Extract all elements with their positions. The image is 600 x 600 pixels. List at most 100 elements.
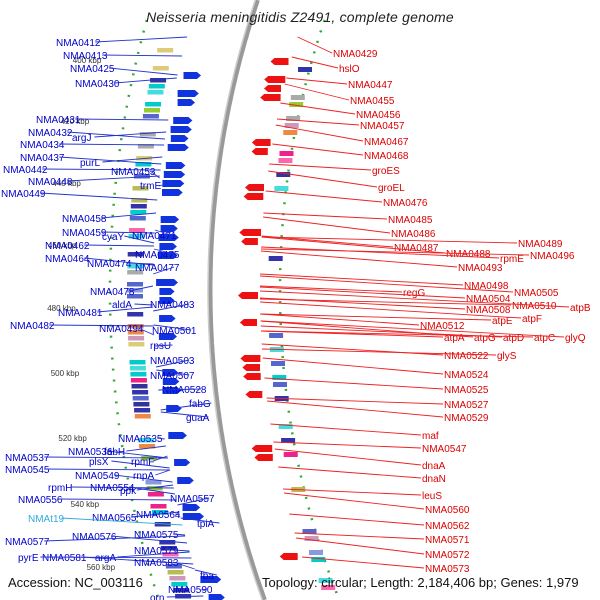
gene-block [130, 378, 147, 383]
scale-label: 400 kbp [73, 56, 102, 65]
gene-block [127, 330, 144, 335]
gene-leader-line [260, 301, 522, 319]
gene-leader-line [154, 229, 172, 236]
gene-block [157, 48, 174, 53]
gene-label-right: regG [403, 288, 425, 299]
gene-leader-line [154, 344, 173, 347]
gene-label-left: NMAt19 [28, 514, 65, 525]
gene-block [173, 588, 190, 593]
reverse-gene-arrow [238, 292, 258, 299]
gene-label-right: NMA0527 [444, 400, 489, 411]
gene-block [274, 186, 289, 191]
gene-leader-line [261, 246, 500, 259]
gene-label-right: NMA0489 [518, 239, 563, 250]
gene-leader-line [275, 124, 364, 142]
gene-label-right: NMA0510 [512, 301, 557, 312]
gene-leader-line [283, 488, 422, 496]
gene-block [132, 186, 149, 191]
gene-label-left: NMA0545 [5, 465, 50, 476]
scale-label: 540 kbp [71, 500, 100, 509]
gene-label-left: fabH [104, 447, 125, 458]
gene-block [145, 102, 162, 107]
gene-leader-line [156, 359, 190, 368]
gene-label-right: atpG [474, 333, 496, 344]
forward-gene-arrow [208, 594, 225, 600]
forward-gene-arrow [163, 171, 186, 178]
gene-label-left: NMA0557 [170, 494, 215, 505]
forward-gene-arrow [168, 432, 187, 439]
gene-label-left: NMA0477 [135, 263, 180, 274]
gene-leader-line [157, 437, 165, 440]
scale-label: 480 kbp [47, 304, 76, 313]
reverse-gene-arrow [241, 238, 258, 245]
gene-leader-line [44, 535, 186, 542]
gene-label-right: maf [422, 431, 439, 442]
gene-block [128, 336, 145, 341]
reverse-gene-arrow [270, 58, 289, 65]
gene-block [139, 444, 156, 449]
gene-leader-line [269, 163, 372, 171]
gene-leader-line [114, 77, 177, 84]
gene-label-left: NMA0432 [28, 128, 73, 139]
gene-leader-line [44, 468, 171, 471]
gene-label-left: NMA0575 [134, 530, 179, 541]
gene-label-left: NMA0583 [134, 558, 179, 569]
gene-leader-line [101, 212, 157, 219]
gene-leader-line [173, 549, 190, 552]
gene-leader-line [201, 588, 208, 591]
gene-label-left: NMA0536 [68, 447, 113, 458]
gene-leader-line [67, 175, 160, 182]
gene-label-right: groES [372, 166, 400, 177]
gene-leader-line [114, 474, 173, 483]
gene-label-left: NMA0475 [135, 250, 180, 261]
reverse-gene-arrow [254, 454, 273, 461]
scale-label: 460 kbp [48, 241, 77, 250]
forward-gene-arrow [156, 279, 178, 286]
gene-label-right: atpB [570, 303, 591, 314]
gene-block [138, 438, 155, 443]
gene-label-right: NMA0487 [394, 243, 439, 254]
gene-leader-line [131, 511, 180, 518]
gene-block [289, 102, 304, 107]
gene-label-right: NMA0468 [364, 151, 409, 162]
gene-label-right: NMA0562 [425, 521, 470, 532]
forward-gene-arrow [177, 99, 195, 106]
reverse-gene-arrow [245, 391, 263, 398]
gene-block [130, 372, 147, 377]
gene-label-left: NMA0413 [63, 51, 108, 62]
forward-gene-arrow [162, 387, 182, 394]
gene-block [127, 294, 143, 299]
gene-label-left: NMA0528 [162, 385, 207, 396]
gene-leader-line [166, 595, 204, 598]
scale-label: 500 kbp [51, 369, 80, 378]
gene-label-left: purL [80, 158, 100, 169]
gene-leader-line [286, 77, 348, 85]
gene-block [309, 550, 323, 555]
gene-leader-line [276, 118, 360, 126]
gene-label-left: NMA0576 [72, 532, 117, 543]
gene-leader-line [111, 460, 170, 469]
gene-leader-line [40, 556, 192, 559]
gene-block [129, 228, 145, 233]
gene-label-left: ppk [120, 486, 137, 497]
gene-label-right: glyS [497, 351, 517, 362]
gene-label-right: NMA0498 [464, 281, 509, 292]
gene-leader-line [102, 54, 183, 57]
gene-leader-line [49, 324, 154, 327]
forward-gene-arrow [173, 117, 193, 124]
gene-leader-line [134, 303, 154, 306]
gene-block [139, 132, 156, 137]
gene-leader-line [153, 303, 190, 312]
gene-label-right: NMA0524 [444, 370, 489, 381]
gene-leader-line [294, 532, 425, 540]
gene-label-left: NMA0501 [152, 326, 197, 337]
gene-leader-line [158, 388, 202, 391]
gene-leader-line [153, 248, 175, 255]
gene-block [147, 90, 164, 95]
gene-leader-line [111, 535, 188, 544]
forward-gene-arrow [159, 288, 175, 295]
gene-leader-line [177, 497, 210, 506]
gene-label-left: NMA0449 [1, 189, 46, 200]
gene-block [298, 67, 312, 72]
gene-label-left: plsX [89, 457, 109, 468]
